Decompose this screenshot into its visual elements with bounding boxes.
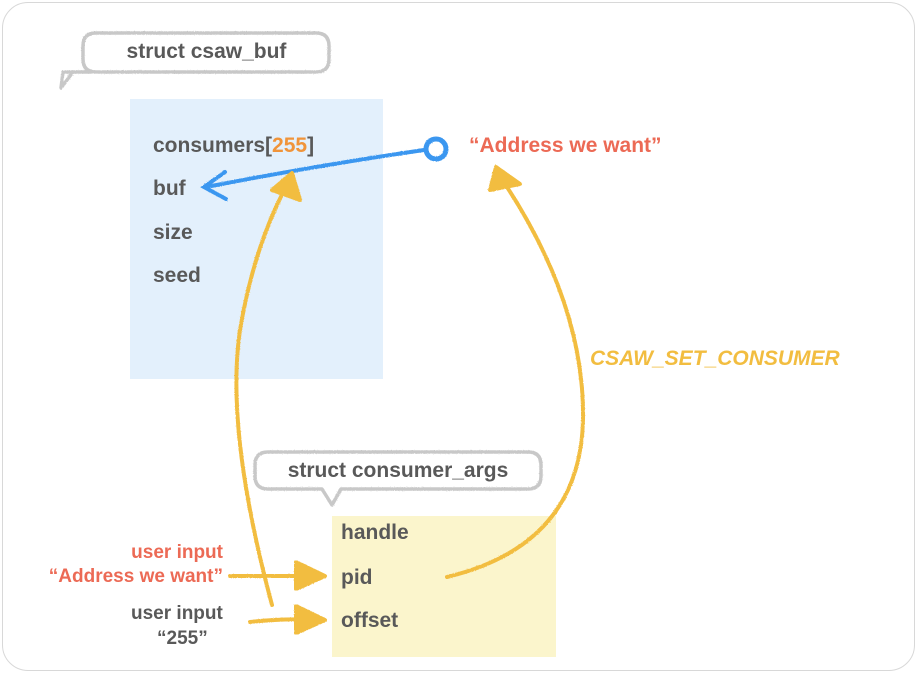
input-offset-line2: “255” bbox=[157, 628, 208, 649]
field-pid: pid bbox=[341, 566, 373, 589]
consumers-index: 255 bbox=[272, 134, 308, 157]
input-pid-line2: “Address we want” bbox=[48, 566, 223, 587]
consumers-name: consumers[ bbox=[153, 134, 273, 157]
field-consumers: consumers[255] bbox=[153, 134, 314, 158]
csaw-buf-title: struct csaw_buf bbox=[126, 40, 287, 63]
field-seed: seed bbox=[153, 264, 201, 287]
input-pid-line1: user input bbox=[131, 542, 223, 563]
field-buf: buf bbox=[153, 177, 186, 200]
ioctl-label: CSAW_SET_CONSUMER bbox=[590, 347, 840, 370]
address-we-want-label: “Address we want” bbox=[469, 134, 662, 157]
consumers-bracket: ] bbox=[307, 134, 315, 157]
field-size: size bbox=[153, 221, 193, 244]
field-handle: handle bbox=[341, 521, 409, 544]
consumer-args-title: struct consumer_args bbox=[287, 459, 509, 482]
input-offset-line1: user input bbox=[131, 603, 223, 624]
field-offset: offset bbox=[341, 609, 399, 632]
